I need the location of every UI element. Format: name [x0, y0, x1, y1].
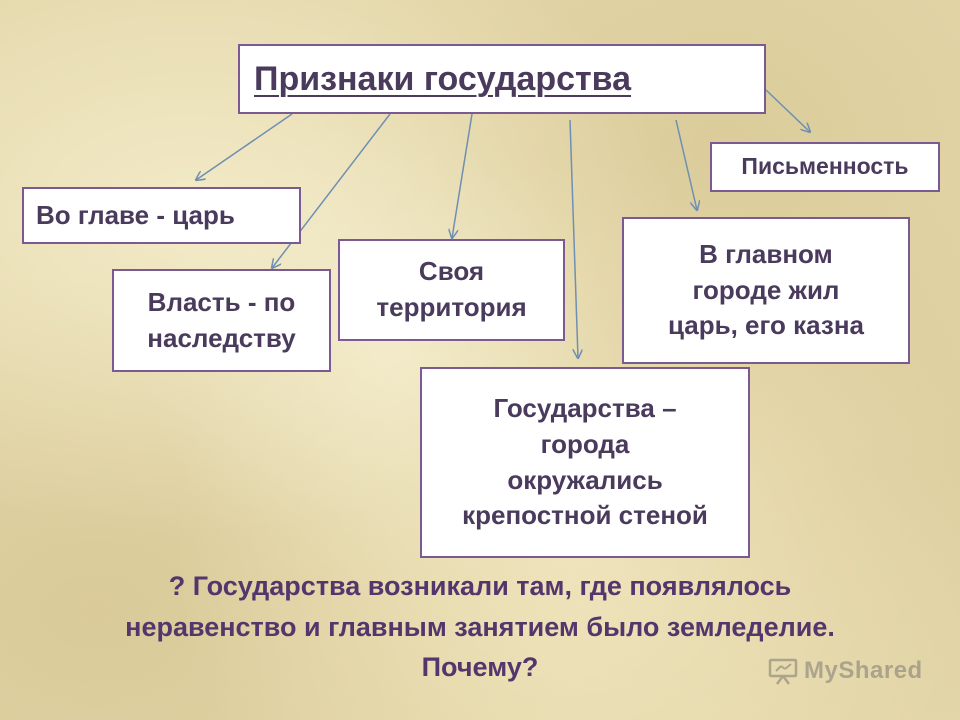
question-line-1: ? Государства возникали там, где появлял… [168, 571, 792, 601]
territory-line-2: территория [376, 292, 527, 322]
watermark: MyShared [768, 657, 923, 685]
diagram-title: Признаки государства [254, 59, 632, 98]
question-line-2: неравенство и главным занятием было земл… [125, 611, 835, 642]
watermark-text: MyShared [804, 657, 923, 684]
power-line-2: наследству [147, 322, 296, 353]
arrow-to-capital [675, 119, 697, 210]
box-territory: Своя территория [338, 239, 565, 341]
capital-line-1: В главном [699, 238, 833, 269]
arrow-to-territory [452, 113, 473, 238]
box-power: Власть - по наследству [112, 269, 331, 372]
arrow-to-city-state [569, 119, 578, 358]
power-line-1: Власть - по [147, 286, 296, 317]
box-city-state: Государства – города окружались крепостн… [420, 367, 750, 558]
presentation-icon [768, 658, 798, 685]
box-writing: Письменность [710, 142, 940, 192]
city-state-line-1: Государства – [493, 392, 677, 423]
question-text: ? Государства возникали там, где появлял… [0, 566, 960, 688]
territory-line-1: Своя [418, 256, 485, 287]
king-label: Во главе - царь [36, 199, 235, 230]
city-state-line-4: крепостной стеной [462, 500, 708, 531]
writing-label: Письменность [741, 153, 909, 180]
city-state-line-3: окружались [507, 464, 663, 495]
arrow-to-king [196, 113, 293, 180]
title-box: Признаки государства [238, 44, 766, 114]
box-king: Во главе - царь [22, 187, 301, 244]
city-state-line-2: города [540, 428, 630, 459]
capital-line-3: царь, его казна [667, 310, 864, 341]
arrow-to-writing [765, 89, 810, 132]
question-line-3: Почему? [421, 652, 539, 682]
capital-line-2: городе жил [692, 274, 840, 305]
box-capital: В главном городе жил царь, его казна [622, 217, 910, 364]
